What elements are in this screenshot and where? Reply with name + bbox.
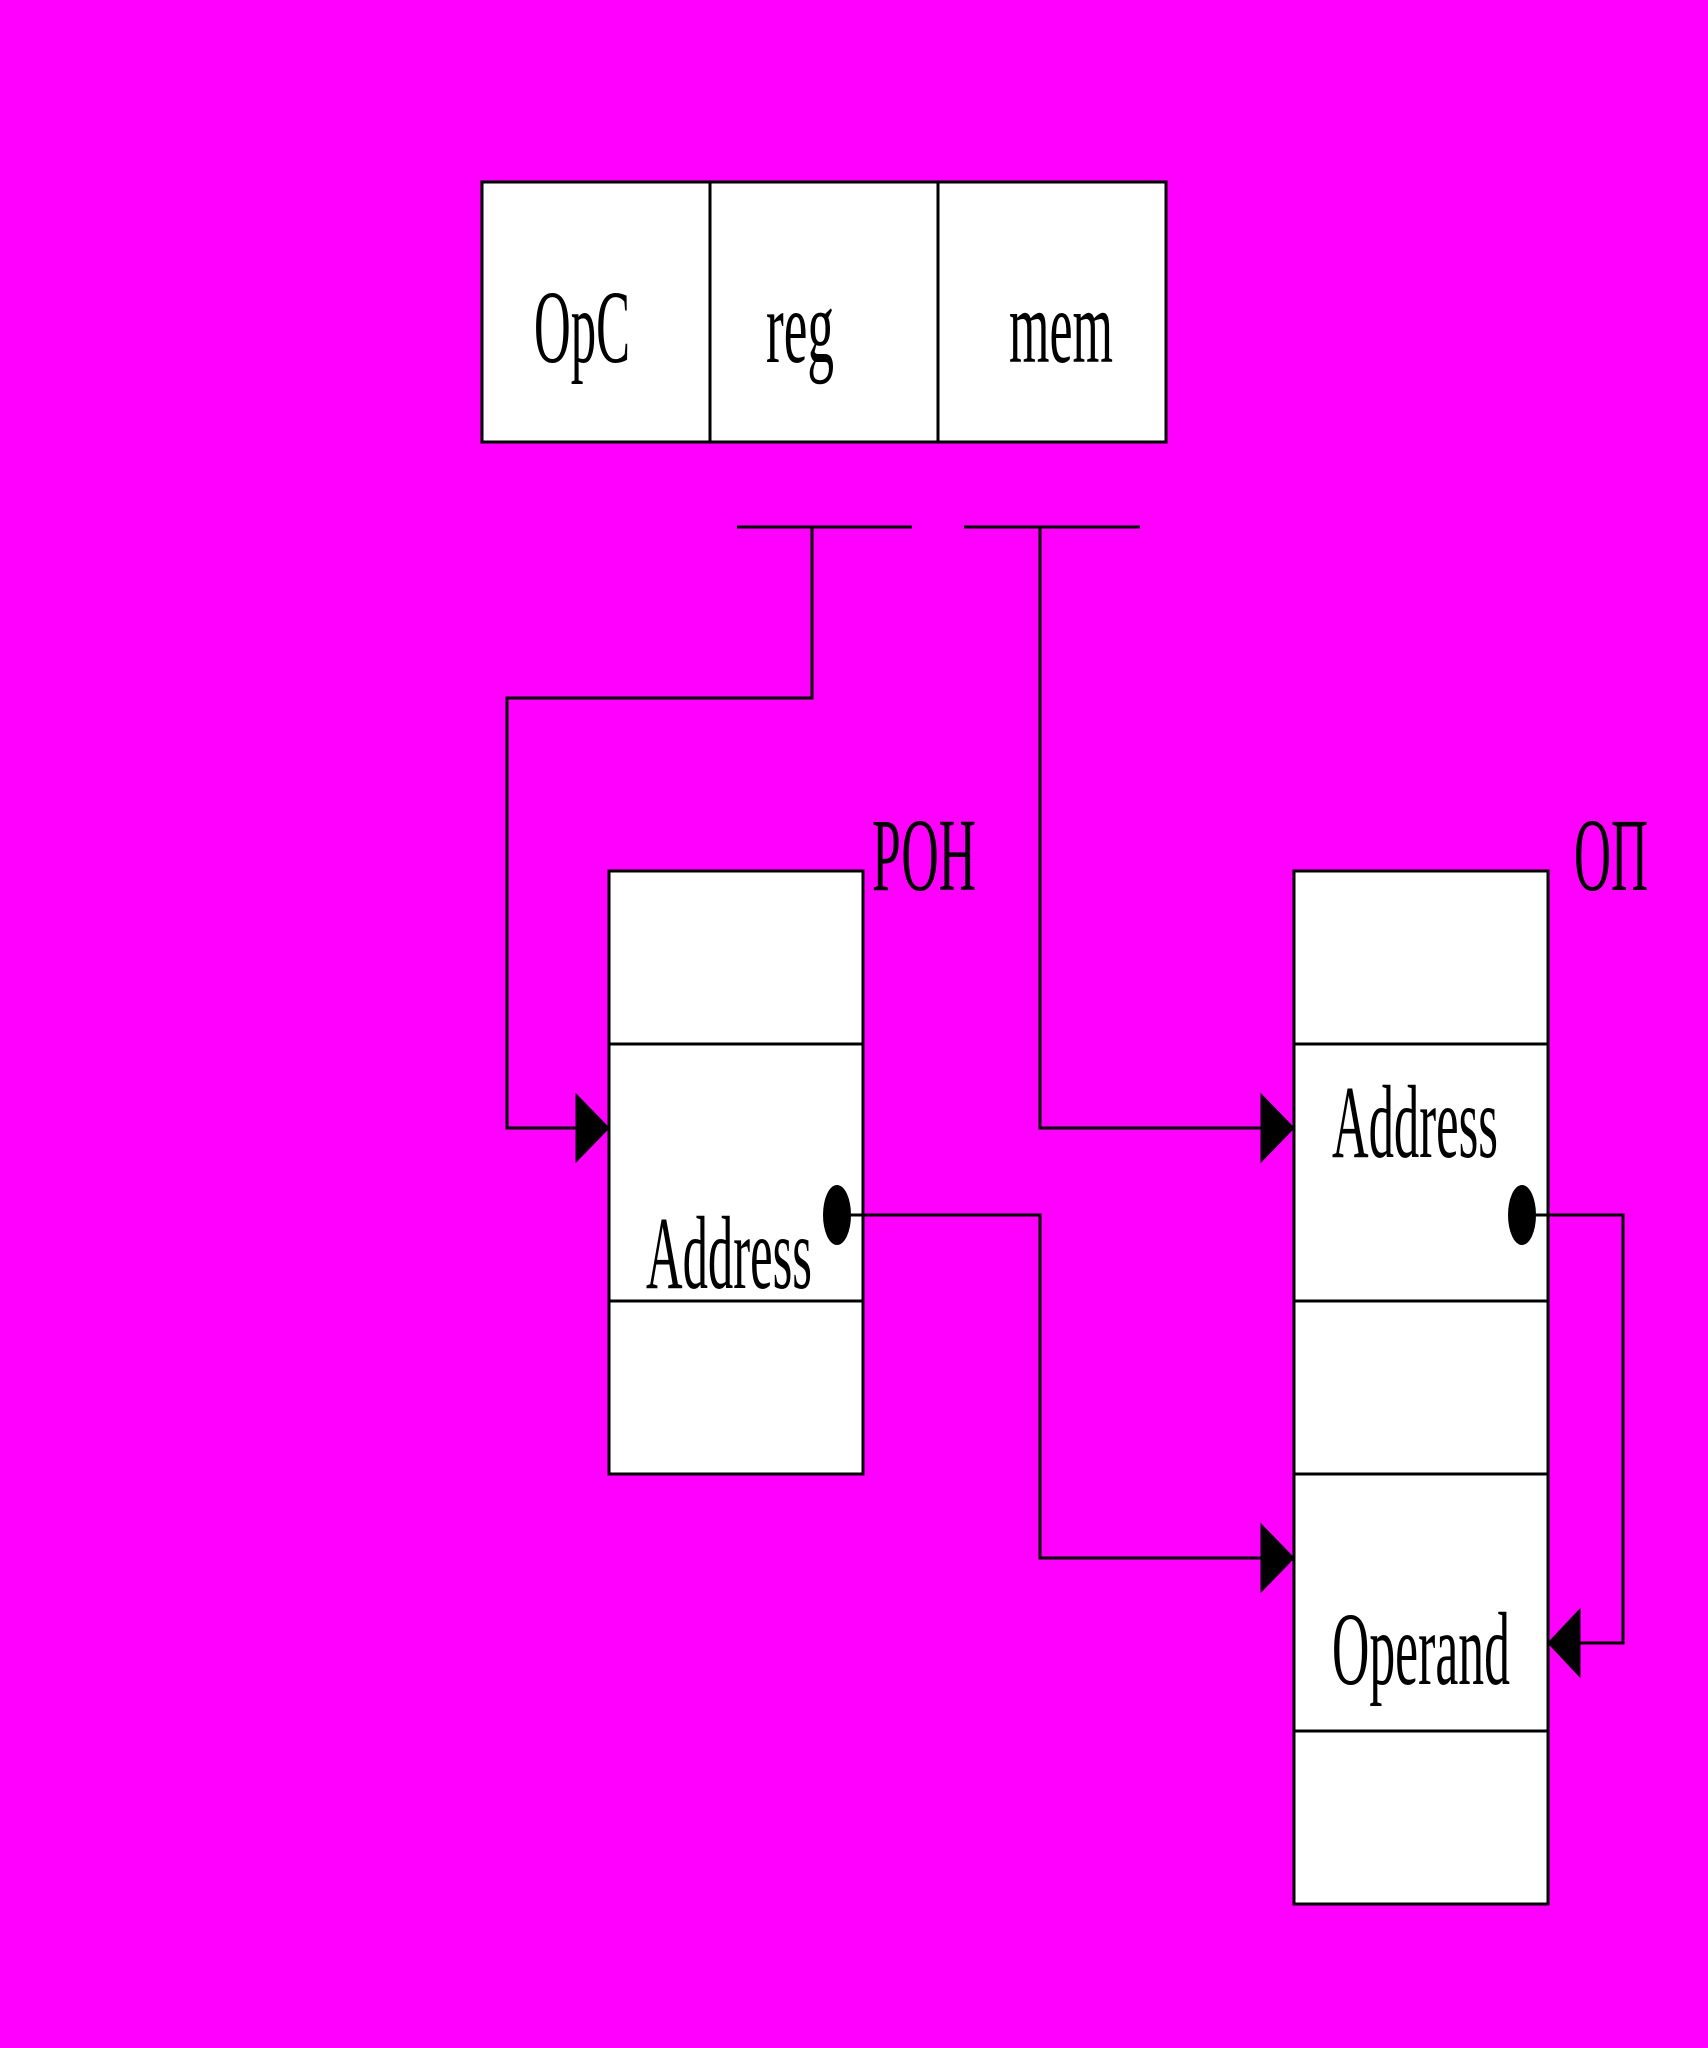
mem-to-memory-connector xyxy=(1038,527,1274,1130)
memory-address-dot-icon xyxy=(1508,1185,1536,1245)
memory-indirect-arrowhead xyxy=(1547,1607,1581,1679)
register-to-operand-connector xyxy=(851,1213,1274,1560)
register-address-arrowhead xyxy=(575,1092,610,1164)
register-address-label: Address xyxy=(646,1196,812,1311)
instruction-frame xyxy=(480,180,1168,444)
register-file-title: РОН xyxy=(872,798,976,913)
memory-operand-label: Operand xyxy=(1332,1592,1510,1707)
memory-address-arrowhead xyxy=(1260,1092,1295,1164)
reg-field-label: reg xyxy=(766,270,834,385)
operand-arrowhead xyxy=(1260,1522,1295,1594)
opcode-field-label: OpC xyxy=(534,270,630,385)
instruction-format: OpC reg mem xyxy=(480,180,1168,444)
mem-field-label: mem xyxy=(1009,270,1113,385)
register-file-frame xyxy=(607,869,865,1476)
reg-to-register-connector xyxy=(505,527,814,1130)
memory-indirect-connector xyxy=(1536,1213,1625,1645)
register-address-dot-icon xyxy=(823,1185,851,1245)
register-file: РОН Address xyxy=(607,798,976,1476)
main-memory-title: ОП xyxy=(1574,798,1648,913)
main-memory-frame xyxy=(1292,869,1550,1906)
memory-address-label: Address xyxy=(1332,1065,1498,1180)
main-memory: ОП Address Operand xyxy=(1292,798,1648,1906)
